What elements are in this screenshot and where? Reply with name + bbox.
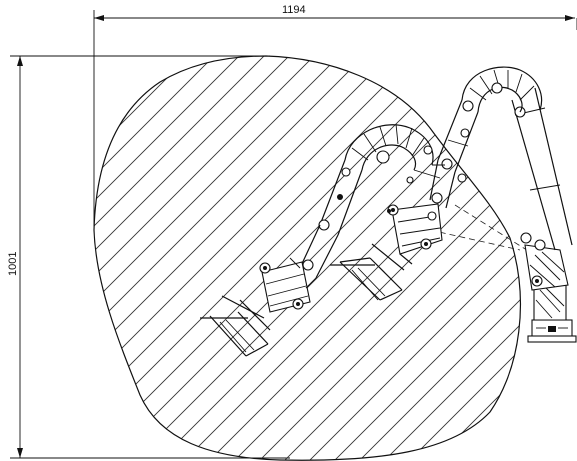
- hatch-line: [499, 56, 521, 461]
- hatch-line: [550, 0, 577, 461]
- hatch-line: [149, 56, 521, 461]
- guide-lines: [429, 204, 531, 253]
- hatch-line: [525, 0, 577, 461]
- dimension-width: 1194: [93, 4, 577, 232]
- hatch-line: [94, 56, 296, 461]
- hatch-line: [94, 56, 421, 461]
- hatch-line: [94, 56, 171, 461]
- hatch-line: [324, 56, 521, 461]
- hood-upper: [330, 203, 443, 301]
- hatch-line: [249, 56, 521, 461]
- hatch-line: [94, 56, 196, 461]
- hood-lower: [200, 261, 311, 357]
- hatch-line: [94, 56, 396, 461]
- hatch-line: [449, 56, 521, 461]
- hatch-line: [349, 56, 521, 461]
- hatch-line: [94, 56, 321, 461]
- hatch-line: [94, 56, 521, 461]
- height-dimension-label: 1001: [7, 252, 19, 276]
- hatch-line: [199, 56, 521, 461]
- hatch-line: [99, 56, 521, 461]
- arm-middle: [299, 123, 467, 279]
- arm-linkage-lines: [289, 176, 414, 289]
- hatch-line: [299, 56, 521, 461]
- wall-mount-base: [524, 239, 577, 343]
- hatch-line: [94, 56, 371, 461]
- hatch-line: [124, 56, 521, 461]
- hatch-line: [94, 56, 521, 461]
- hatch-line: [224, 56, 521, 461]
- hatch-line: [374, 56, 521, 461]
- dimension-height: 1001: [7, 55, 290, 459]
- hatch-line: [94, 56, 346, 461]
- hatch-line: [94, 56, 271, 461]
- hatch-line: [94, 56, 246, 461]
- arm-upper-right: [437, 66, 573, 251]
- width-dimension-label: 1194: [282, 4, 306, 16]
- hatch-line: [399, 56, 521, 461]
